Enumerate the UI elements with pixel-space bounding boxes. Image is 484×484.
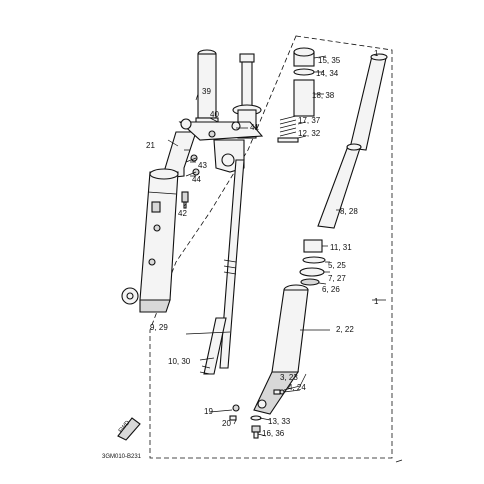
- part-18-38: [293, 79, 315, 117]
- label-3-23: 3, 23: [280, 373, 298, 382]
- label-39: 39: [202, 87, 211, 96]
- part-19-20: [229, 404, 240, 421]
- front-direction-marker: FWD: [117, 417, 141, 441]
- springs-12-17: [277, 115, 299, 143]
- label-41: 41: [250, 123, 259, 132]
- label-1-outer: 1: [374, 297, 379, 306]
- part-8-28-inner-tube: [317, 143, 362, 229]
- assembled-fork-leg: [121, 49, 219, 313]
- label-40: 40: [210, 110, 219, 119]
- part-6-26: [300, 278, 320, 286]
- part-2-22-lower-slider: [253, 284, 309, 415]
- part-1-outer-tube: [349, 53, 388, 151]
- label-2-22: 2, 22: [336, 325, 354, 334]
- label-10-30: 10, 30: [168, 357, 191, 366]
- label-8-28: 8, 28: [340, 207, 358, 216]
- part-11-31: [303, 239, 323, 253]
- label-20: 20: [222, 419, 231, 428]
- part-15-35: [293, 47, 315, 67]
- label-6-26: 6, 26: [322, 285, 340, 294]
- label-14-34: 14, 34: [316, 69, 339, 78]
- label-19: 19: [204, 407, 213, 416]
- part-10-30-damper-rod: [199, 159, 245, 375]
- label-7-27: 7, 27: [328, 274, 346, 283]
- part-14-34: [293, 68, 315, 76]
- label-17-37: 17, 37: [298, 116, 321, 125]
- label-13-33: 13, 33: [268, 417, 291, 426]
- label-1: 1: [374, 49, 379, 58]
- part-7-27: [299, 267, 325, 277]
- label-16-36: 16, 36: [262, 429, 285, 438]
- diagram-code: 3GM010-B231: [102, 454, 142, 460]
- label-21: 21: [146, 141, 155, 150]
- label-12-32: 12, 32: [298, 129, 321, 138]
- corner-mark: [395, 459, 403, 463]
- steering-stem: [178, 53, 264, 173]
- label-43: 43: [198, 161, 207, 170]
- label-9-29: 9, 29: [150, 323, 168, 332]
- leader-lines: [167, 55, 386, 437]
- label-44: 44: [192, 175, 201, 184]
- label-18-38: 18, 38: [312, 91, 335, 100]
- label-4-24: 4, 24: [288, 383, 306, 392]
- part-5-25: [302, 256, 326, 264]
- label-15-35: 15, 35: [318, 56, 341, 65]
- label-42: 42: [178, 209, 187, 218]
- label-5-25: 5, 25: [328, 261, 346, 270]
- label-11-31: 11, 31: [330, 243, 352, 252]
- part-3-4: [273, 389, 285, 395]
